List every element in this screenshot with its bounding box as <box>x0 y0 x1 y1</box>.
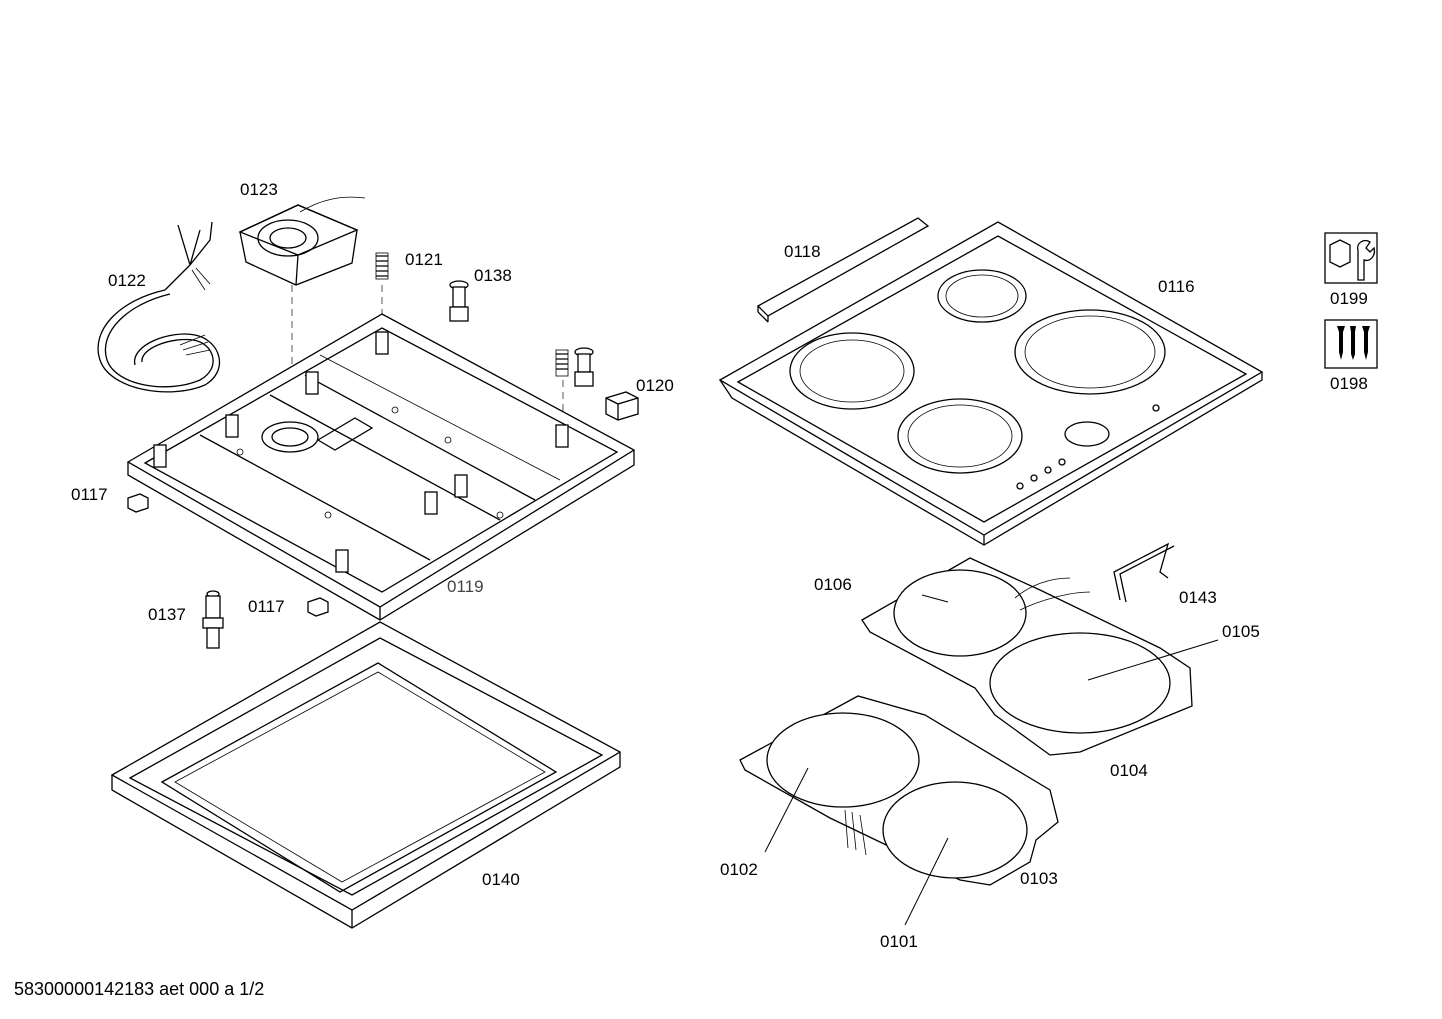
trim-strip-part <box>756 217 930 323</box>
base-housing-part <box>126 313 636 621</box>
label-0140: 0140 <box>482 870 520 889</box>
heating-element-carrier-upper <box>861 557 1193 756</box>
label-0122: 0122 <box>108 271 146 290</box>
label-0117-left: 0117 <box>71 485 108 504</box>
mounting-frame-part <box>110 621 622 929</box>
label-0143: 0143 <box>1179 588 1217 607</box>
spring-part <box>375 252 389 280</box>
label-0105: 0105 <box>1222 622 1260 641</box>
screws-icon <box>1324 319 1378 369</box>
label-0104: 0104 <box>1110 761 1148 780</box>
power-cable-part <box>97 221 221 393</box>
label-0198: 0198 <box>1330 374 1368 393</box>
label-0199: 0199 <box>1330 289 1368 308</box>
label-0106: 0106 <box>814 575 852 594</box>
cooling-fan-part <box>238 196 366 286</box>
label-0123: 0123 <box>240 180 278 199</box>
label-0116: 0116 <box>1158 277 1195 296</box>
label-0138: 0138 <box>474 266 512 285</box>
label-0102: 0102 <box>720 860 758 879</box>
document-code: 58300000142183 aet 000 a 1/2 <box>14 979 265 999</box>
label-0137: 0137 <box>148 605 186 624</box>
label-0121: 0121 <box>405 250 443 269</box>
clip-part-right <box>307 597 329 617</box>
pin-part <box>449 280 469 322</box>
part-labels: 0123 0122 0121 0138 0120 0117 0119 0137 … <box>71 180 1368 951</box>
leader-lines <box>764 594 1219 926</box>
heating-element-carrier-lower <box>739 695 1059 886</box>
wrench-nut-icon <box>1324 232 1378 284</box>
label-0117-right: 0117 <box>248 597 285 616</box>
label-0120: 0120 <box>636 376 674 395</box>
label-0103: 0103 <box>1020 869 1058 888</box>
fastener-part <box>202 590 224 649</box>
label-0118: 0118 <box>784 242 821 261</box>
glass-cooktop-part <box>718 221 1264 546</box>
wire-spring-part <box>1113 542 1175 603</box>
clip-part-left <box>127 493 149 513</box>
connector-clip-part <box>605 391 639 421</box>
label-0119: 0119 <box>447 577 484 596</box>
spring-pin-set <box>555 347 594 387</box>
label-0101: 0101 <box>880 932 918 951</box>
